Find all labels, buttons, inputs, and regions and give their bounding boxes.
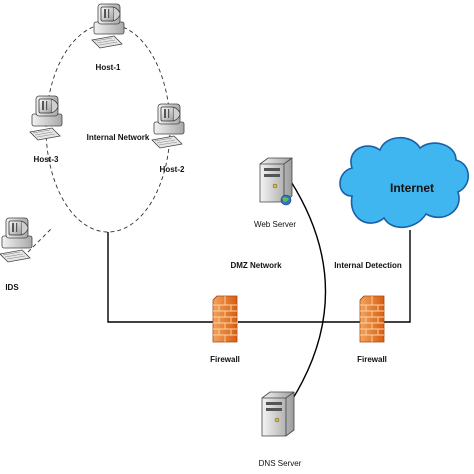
connections (27, 23, 411, 401)
web-server-label: Web Server (254, 220, 296, 229)
dmz-server-link (289, 179, 327, 401)
computer-icon (91, 3, 125, 49)
host-2-label: Host-2 (160, 165, 185, 174)
brick-firewall-icon (359, 295, 385, 343)
host-3-label: Host-3 (34, 155, 59, 164)
internal-detection-label: Internal Detection (334, 261, 402, 270)
dmz-network-label: DMZ Network (230, 261, 282, 270)
globe-land-icon (282, 197, 289, 202)
dns-server[interactable] (261, 391, 295, 437)
firewall-right[interactable] (359, 295, 385, 343)
internet-cloud[interactable] (339, 136, 470, 229)
firewall-left[interactable] (212, 295, 238, 343)
internal-to-firewall-link (107, 232, 214, 323)
server-icon (261, 391, 295, 437)
computer-icon (151, 103, 185, 149)
host-1[interactable] (91, 3, 125, 49)
web-server[interactable] (259, 157, 293, 206)
ids-link (27, 227, 53, 253)
computer-icon (0, 217, 33, 263)
cloud-icon (339, 136, 470, 229)
ids[interactable] (0, 217, 33, 263)
internal-network-label: Internal Network (87, 133, 150, 142)
brick-firewall-icon (212, 295, 238, 343)
internal-network-ring (45, 23, 171, 233)
firewall-right-label: Firewall (357, 355, 387, 364)
host-1-label: Host-1 (96, 63, 121, 72)
internet-label: Internet (390, 181, 434, 195)
dns-server-label: DNS Server (259, 459, 302, 468)
host-2[interactable] (151, 103, 185, 149)
host-3[interactable] (29, 95, 63, 141)
firewall-left-label: Firewall (210, 355, 240, 364)
firewall-to-internet-link (384, 230, 411, 323)
ids-label: IDS (5, 283, 19, 292)
computer-icon (29, 95, 63, 141)
